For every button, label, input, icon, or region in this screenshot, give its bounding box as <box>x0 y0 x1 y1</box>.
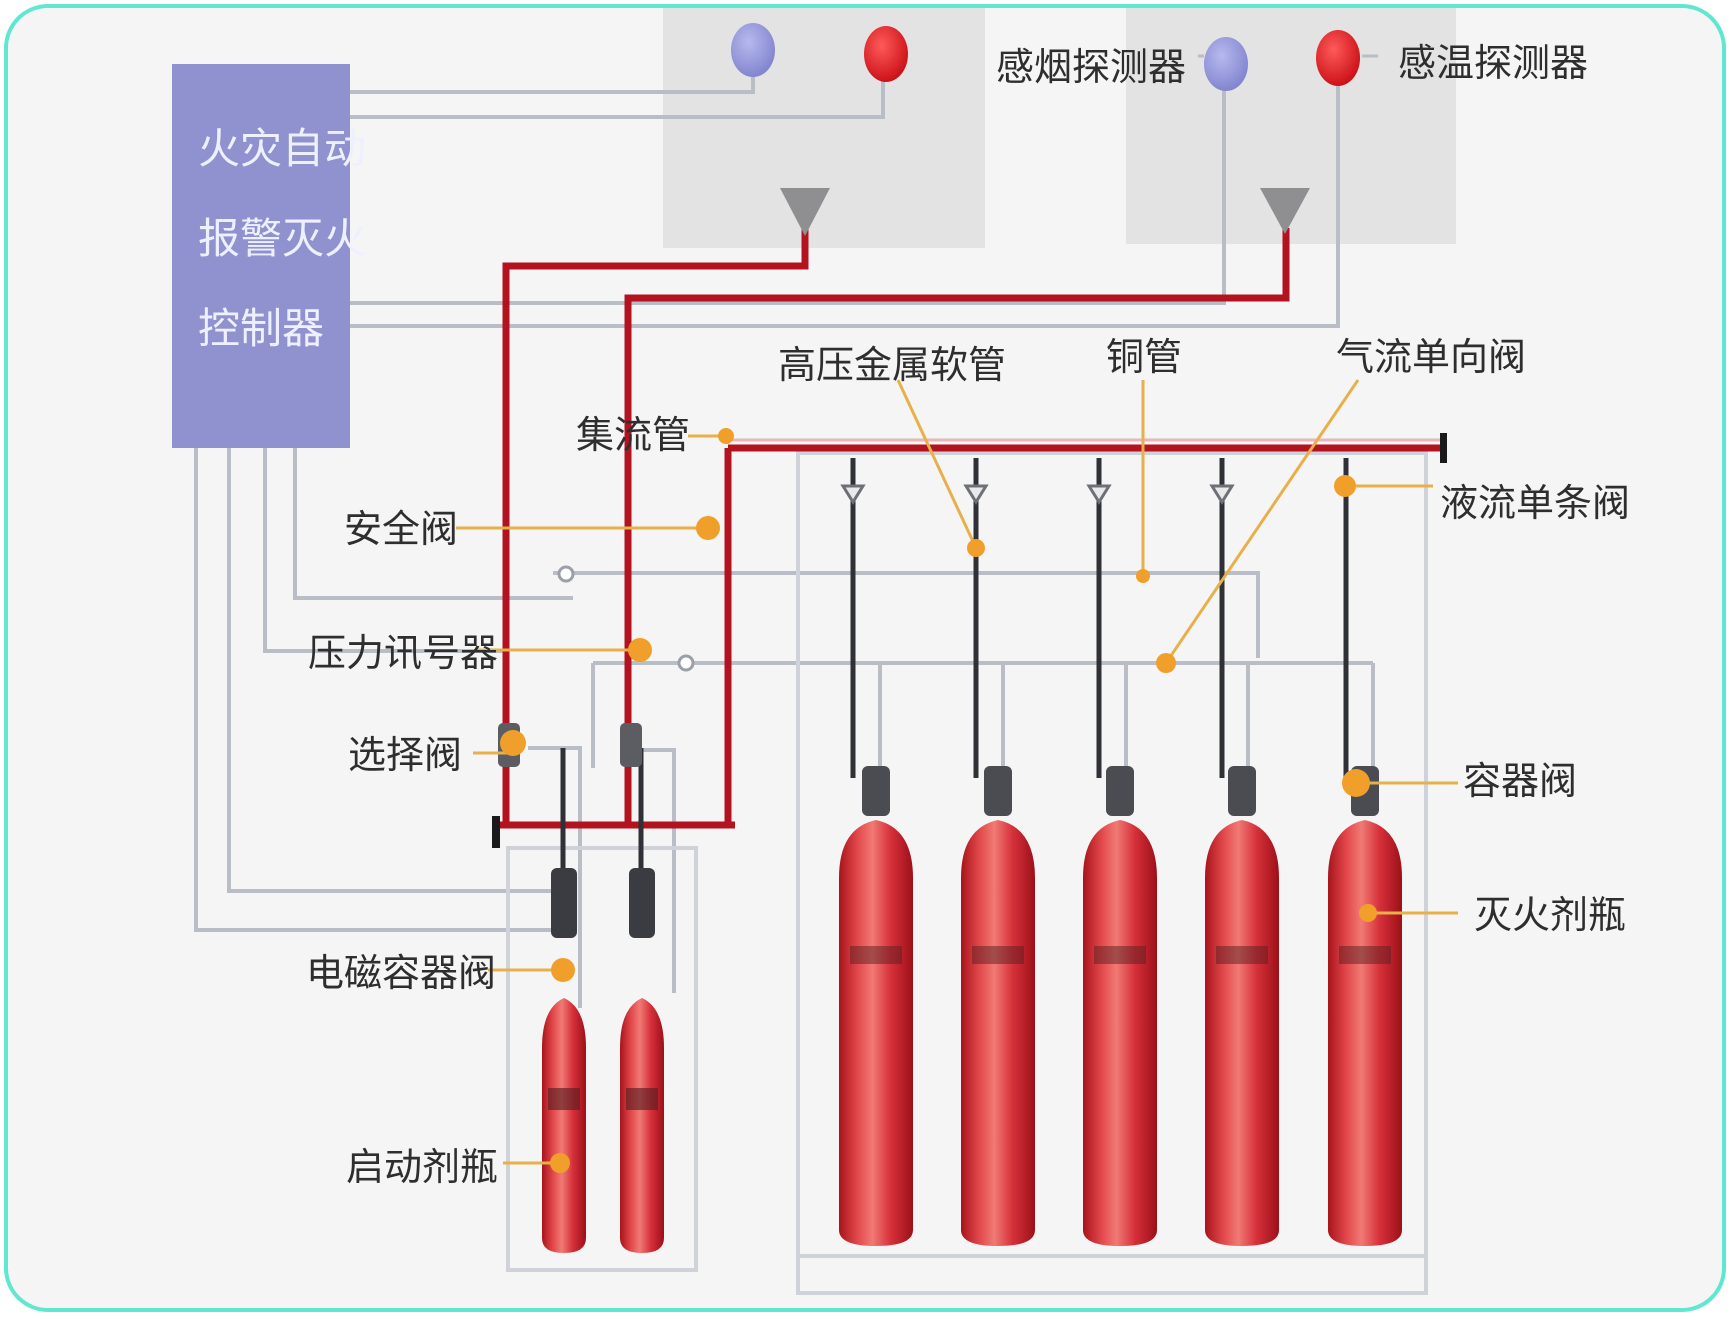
container-valve-icon-3 <box>1106 766 1134 816</box>
label-safety-valve: 安全阀 <box>344 507 458 551</box>
controller-line-1: 火灾自动 <box>198 124 366 173</box>
container-valve-icon-4 <box>1228 766 1256 816</box>
label-container-valve: 容器阀 <box>1463 759 1577 803</box>
container-valve-icon-2 <box>984 766 1012 816</box>
image-frame: 火灾自动 报警灭火 控制器 <box>4 4 1726 1312</box>
agent-bottle-3 <box>1083 820 1157 1246</box>
starter-bottle-1 <box>542 998 586 1253</box>
container-valve-icon-1 <box>862 766 890 816</box>
bottle-label-plate-5 <box>1339 946 1391 964</box>
hp-hoses <box>850 458 1349 778</box>
hose-check-valves <box>840 484 1235 505</box>
copper-pipe-valve-icon <box>557 565 575 583</box>
solenoid-head-2 <box>629 868 655 938</box>
copper-pipe-marker <box>1136 569 1150 583</box>
bottle-label-plate-3 <box>1094 946 1146 964</box>
agent-bottles <box>839 766 1402 1246</box>
label-pressure-switch: 压力讯号器 <box>308 631 498 675</box>
nozzle-icon-2 <box>1260 188 1310 234</box>
label-liquid-check-valve: 液流单条阀 <box>1440 481 1630 525</box>
label-starter-bottle: 启动剂瓶 <box>346 1145 498 1189</box>
fire-alarm-controller <box>172 64 350 448</box>
smoke-detector-icon-1 <box>731 23 775 77</box>
solenoid-head-1 <box>551 868 577 938</box>
starter-bottle-2 <box>620 998 664 1253</box>
signal-wires <box>194 63 1375 1008</box>
bottle-label-plate-1 <box>850 946 902 964</box>
starter-bottle-marker <box>550 1153 570 1173</box>
pipe-end-cap-right <box>1440 433 1447 463</box>
pressure-switch-marker <box>628 638 652 662</box>
agent-bottle-4 <box>1205 820 1279 1246</box>
label-copper-pipe: 铜管 <box>1106 335 1182 379</box>
controller-line-2: 报警灭火 <box>198 214 366 263</box>
solenoid-valve-marker <box>551 958 575 982</box>
gas-check-valve-marker <box>1156 653 1176 673</box>
container-valve-marker <box>1342 769 1370 797</box>
heat-detector-icon-2 <box>1316 30 1360 86</box>
agent-bottle-2 <box>961 820 1035 1246</box>
starter-bottles <box>542 748 664 1253</box>
label-gas-check-valve: 气流单向阀 <box>1336 335 1526 379</box>
safety-valve-marker <box>696 516 720 540</box>
bottle-label-plate-4 <box>1216 946 1268 964</box>
controller-line-3: 控制器 <box>198 304 324 353</box>
nozzle-icon-1 <box>780 188 830 236</box>
label-hp-hose: 高压金属软管 <box>778 343 1006 387</box>
agent-bottle-1 <box>839 820 913 1246</box>
smoke-detector-icon-2 <box>1204 37 1248 91</box>
selector-valve-icon-2 <box>620 723 642 767</box>
agent-bottle-5 <box>1328 820 1402 1246</box>
gas-fire-suppression-diagram: 火灾自动 报警灭火 控制器 <box>172 8 1630 1295</box>
leader-lines <box>456 379 1458 1165</box>
bottle-label-plate-2 <box>972 946 1024 964</box>
zone-panel-1 <box>663 8 985 248</box>
heat-detector-icon-1 <box>864 26 908 82</box>
liquid-check-valve-marker <box>1334 475 1356 497</box>
pipe-end-cap-left <box>492 816 500 848</box>
hp-hose-marker <box>967 539 985 557</box>
markers <box>500 428 1377 1173</box>
selector-valve-marker <box>500 730 526 756</box>
label-agent-bottle: 灭火剂瓶 <box>1474 893 1626 937</box>
label-smoke-detector: 感烟探测器 <box>996 45 1186 89</box>
gas-check-valve-small-icon <box>677 654 695 672</box>
label-manifold: 集流管 <box>576 413 690 457</box>
racks <box>506 451 1428 1295</box>
label-solenoid-valve: 电磁容器阀 <box>306 951 496 995</box>
label-heat-detector: 感温探测器 <box>1398 41 1588 85</box>
label-selector-valve: 选择阀 <box>348 733 462 777</box>
manifold-marker <box>718 428 734 444</box>
agent-bottle-marker <box>1359 904 1377 922</box>
